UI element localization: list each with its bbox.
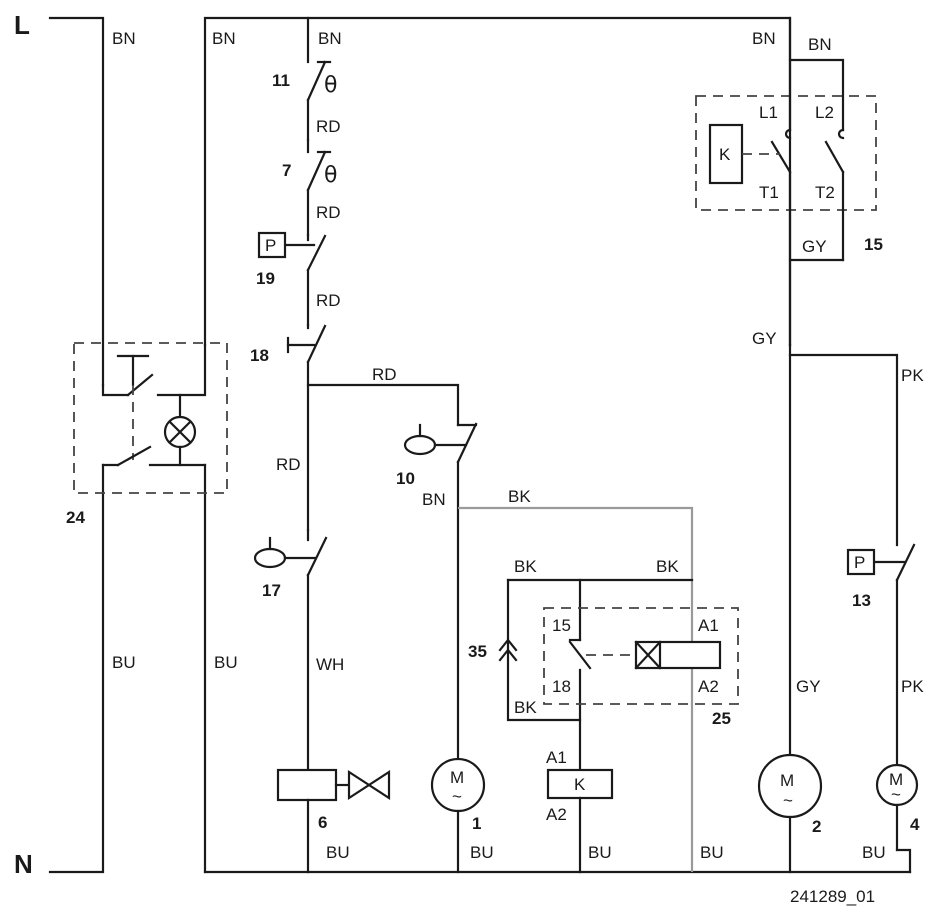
- wire-label-rd-4: RD: [372, 365, 397, 384]
- line-rail-label: L: [14, 10, 30, 40]
- terminal-a1-coil: A1: [546, 748, 567, 767]
- terminal-a2-coil: A2: [546, 805, 567, 824]
- component-label-24: 24: [66, 508, 85, 527]
- thermostat-11: [306, 16, 332, 142]
- wire-label-bu-3: BU: [326, 843, 350, 862]
- pressure-switch-13: [846, 543, 916, 767]
- level-switch-17: [253, 528, 328, 772]
- main-switch-24: [73, 342, 228, 494]
- pressure-symbol-13: P: [854, 553, 865, 572]
- motor-symbol-1: M: [450, 768, 464, 787]
- terminal-18-relay-25: 18: [552, 677, 571, 696]
- motor-protection-15: [695, 16, 877, 347]
- component-label-15: 15: [864, 235, 883, 254]
- terminal-t1: T1: [759, 183, 779, 202]
- wire-label-pk-2: PK: [901, 677, 924, 696]
- component-label-18: 18: [250, 346, 269, 365]
- component-label-2: 2: [812, 817, 821, 836]
- wire-label-bk-1: BK: [508, 487, 531, 506]
- terminal-15-relay-25: 15: [552, 616, 571, 635]
- level-switch-10: [403, 422, 478, 762]
- wire-label-bu-5: BU: [588, 843, 612, 862]
- wire-label-bk-2: BK: [514, 557, 537, 576]
- wire-label-gy-3: GY: [796, 677, 821, 696]
- wire-label-rd-1: RD: [316, 117, 341, 136]
- wire-label-gy-1: GY: [802, 237, 827, 256]
- figure-id: 241289_01: [790, 887, 875, 906]
- terminal-l2: L2: [815, 103, 834, 122]
- wire-label-pk-1: PK: [901, 366, 924, 385]
- solenoid-valve-6: [276, 768, 391, 874]
- wire-label-bu-6: BU: [700, 843, 724, 862]
- wire-label-gy-2: GY: [752, 329, 777, 348]
- terminal-l1: L1: [759, 103, 778, 122]
- neutral-rail-label: N: [14, 849, 33, 879]
- thermal-symbol-11: θ: [324, 73, 337, 98]
- connector-35: [498, 638, 518, 662]
- wire-label-rd-2: RD: [316, 203, 341, 222]
- wire-label-bn-1: BN: [112, 29, 136, 48]
- motor-ac-1: ~: [452, 787, 462, 806]
- wire-label-bu-4: BU: [470, 843, 494, 862]
- bottom-neutral-bus: [203, 463, 912, 874]
- timer-relay-25: [543, 607, 739, 705]
- wire-label-bn-5: BN: [752, 29, 776, 48]
- wire-label-bn-3: BN: [318, 29, 342, 48]
- manual-switch-18: [286, 323, 327, 532]
- left-power-wire: [48, 16, 105, 874]
- component-label-4: 4: [910, 815, 920, 834]
- component-label-19: 19: [256, 269, 275, 288]
- wire-label-rd-3: RD: [316, 291, 341, 310]
- wire-label-bk-3: BK: [656, 557, 679, 576]
- component-label-35: 35: [468, 642, 487, 661]
- wire-label-wh: WH: [316, 655, 344, 674]
- terminal-a1-relay-25: A1: [698, 616, 719, 635]
- thermal-symbol-7: θ: [324, 163, 337, 188]
- pressure-symbol-19: P: [265, 236, 276, 255]
- wire-label-rd-5: RD: [276, 455, 301, 474]
- wire-rd-branch: [306, 383, 460, 427]
- wire-bk-top: [458, 506, 694, 872]
- component-label-17: 17: [262, 581, 281, 600]
- motor-symbol-2: M: [780, 771, 794, 790]
- thermostat-7: [306, 138, 332, 237]
- wire-label-bu-7: BU: [862, 843, 886, 862]
- wire-bk-relay-loop: [506, 578, 694, 772]
- component-label-13: 13: [852, 591, 871, 610]
- motor-ac-2: ~: [783, 791, 793, 810]
- motor-2: [757, 753, 823, 874]
- protection-coil-symbol: K: [719, 145, 731, 164]
- component-label-7: 7: [282, 161, 291, 180]
- pressure-switch-19: [257, 231, 327, 327]
- wire-label-bu-2: BU: [214, 653, 238, 672]
- motor-ac-4: ~: [891, 785, 901, 804]
- top-bus-wire: [203, 16, 792, 347]
- motor-symbol-4: M: [889, 770, 903, 789]
- component-label-25: 25: [712, 709, 731, 728]
- component-label-6: 6: [318, 813, 327, 832]
- relay-coil-k: [546, 768, 614, 874]
- motor-2-wire: [788, 343, 899, 757]
- terminal-t2: T2: [815, 183, 835, 202]
- component-label-1: 1: [472, 814, 481, 833]
- wire-label-bu-1: BU: [112, 653, 136, 672]
- wire-label-bn-4: BN: [422, 490, 446, 509]
- motor-4: [875, 763, 919, 874]
- component-label-11: 11: [272, 71, 290, 90]
- wire-label-bn-2: BN: [212, 29, 236, 48]
- terminal-a2-relay-25: A2: [698, 677, 719, 696]
- motor-1: [430, 757, 486, 874]
- wire-label-bk-4: BK: [514, 698, 537, 717]
- component-label-10: 10: [396, 469, 415, 488]
- relay-coil-symbol: K: [574, 775, 586, 794]
- wire-label-bn-6: BN: [808, 35, 832, 54]
